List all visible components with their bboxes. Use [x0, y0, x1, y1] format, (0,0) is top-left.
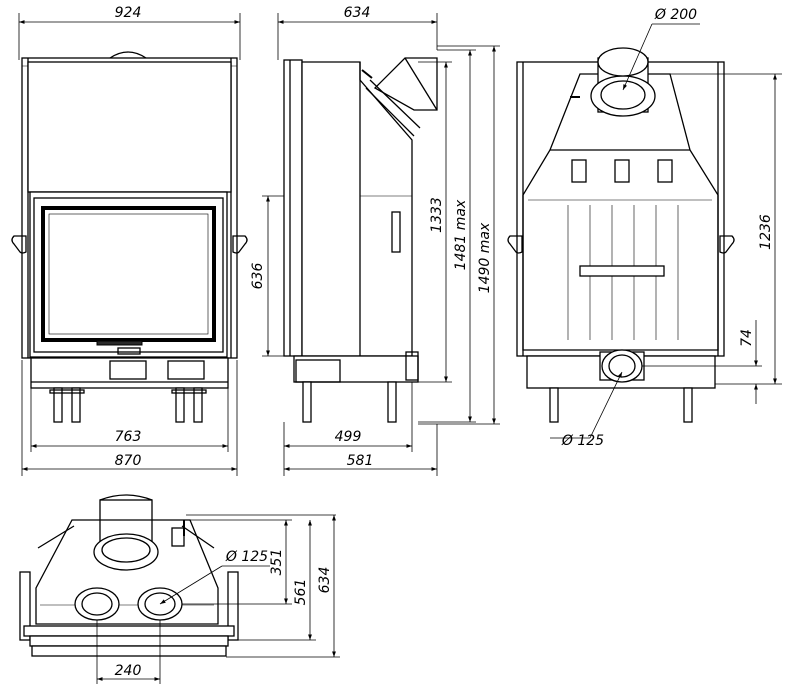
dim-label-200: Ø 200: [654, 7, 697, 23]
dim-label-1490: 1490 max: [477, 222, 493, 293]
dim-label-351: 351: [269, 549, 285, 576]
top-view: Ø 125 351 561 634 240: [19, 494, 340, 684]
dim-side-634: 634: [277, 5, 438, 60]
dim-label-74: 74: [739, 329, 755, 347]
front-flue-top: [109, 51, 147, 59]
dim-side-636: 636: [250, 195, 284, 357]
dim-label-240: 240: [115, 663, 142, 679]
top-front-frame: [23, 625, 235, 637]
dim-front-870: 870: [21, 360, 238, 476]
front-view: 924: [11, 5, 248, 476]
top-inlets: [74, 587, 183, 621]
back-housing: [516, 61, 725, 357]
front-hood-panel: [27, 61, 232, 193]
dim-side-1481: 1481 max: [418, 49, 476, 423]
front-glass: [41, 206, 216, 342]
side-flue: [361, 57, 438, 137]
dim-label-634-side: 634: [344, 5, 371, 21]
side-front-frame: [283, 59, 303, 357]
dim-front-763: 763: [30, 388, 229, 452]
side-view: 634 636: [250, 5, 500, 476]
dim-label-634-top: 634: [317, 567, 333, 594]
dim-top-634: 634: [226, 515, 340, 658]
dim-back-200: Ø 200: [622, 7, 700, 91]
dim-label-1333: 1333: [429, 197, 445, 233]
dim-label-636: 636: [250, 263, 266, 290]
dim-side-1490: 1490 max: [418, 45, 500, 425]
dim-label-1236: 1236: [758, 214, 774, 250]
side-handle-left: [11, 235, 27, 254]
dim-top-240: 240: [96, 620, 161, 684]
dim-label-125-top: Ø 125: [225, 549, 268, 565]
side-body: [301, 61, 413, 357]
dim-label-1481: 1481 max: [453, 199, 469, 270]
dim-label-763: 763: [115, 429, 142, 445]
dim-side-581: 581: [283, 424, 438, 476]
dim-top-125: Ø 125: [159, 549, 270, 605]
dim-side-1333: 1333: [418, 61, 452, 383]
dim-side-499: 499: [283, 382, 413, 452]
back-inner-body: [522, 73, 719, 351]
dim-back-74: 74: [642, 320, 762, 404]
dim-label-499: 499: [335, 429, 362, 445]
door-handle: [96, 340, 143, 346]
dim-label-870: 870: [115, 453, 142, 469]
dim-top-351: 351: [182, 519, 292, 605]
front-base: [30, 357, 229, 389]
dim-label-581: 581: [347, 453, 374, 469]
dim-top-561: 561: [238, 520, 316, 641]
front-leg: [53, 387, 63, 423]
dim-front-924: 924: [18, 5, 241, 60]
dim-back-1236: 1236: [648, 73, 782, 385]
back-view: Ø 200 Ø 125 1236 74: [507, 7, 782, 449]
side-handle-right: [232, 235, 248, 254]
dim-label-125-back: Ø 125: [561, 433, 604, 449]
dim-back-125: Ø 125: [550, 371, 623, 449]
dim-label-561: 561: [293, 579, 309, 606]
dim-label-924: 924: [115, 5, 142, 21]
